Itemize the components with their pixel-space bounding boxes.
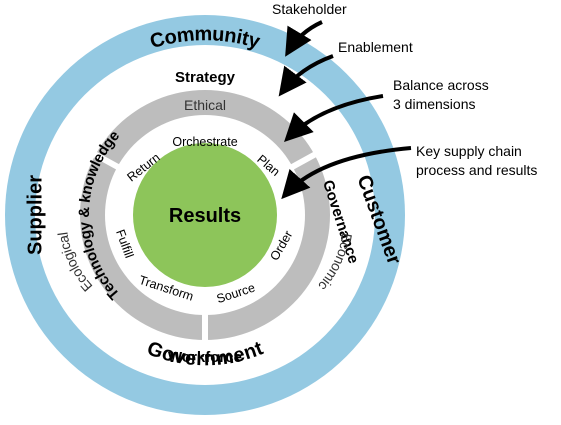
ethical-label: Ethical [184,97,226,113]
callout-balance-line1: Balance across [393,77,489,93]
arrow-balance [284,94,384,142]
arrow-key-process [281,146,412,200]
strategy-label: Strategy [175,69,236,86]
supplier-label: Supplier [24,175,46,255]
process-orchestrate-label: Orchestrate [172,135,237,149]
arrow-enablement [278,54,334,97]
callout-enablement: Enablement [338,39,413,55]
arrow-stakeholder [285,20,323,57]
results-label: Results [169,205,241,227]
callout-arrows [278,20,412,200]
callout-stakeholder: Stakeholder [272,1,347,17]
callout-balance-line2: 3 dimensions [393,96,476,112]
workforce-label: Workforce [168,349,242,366]
callout-key-line1: Key supply chain [416,143,522,159]
callout-key-line2: process and results [416,162,537,178]
results-circle [133,143,277,287]
